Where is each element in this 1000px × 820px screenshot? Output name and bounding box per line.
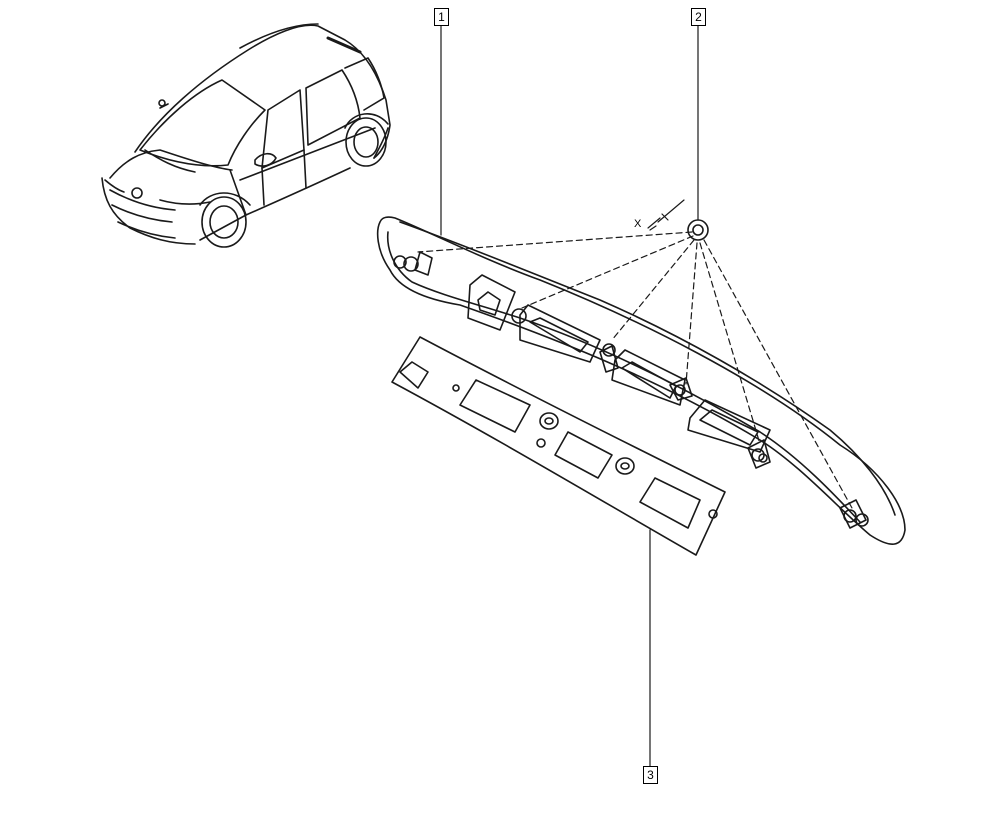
callout-part-2: 2	[691, 8, 706, 26]
backing-plate-part-3	[391, 336, 726, 556]
callout-part-3: 3	[643, 766, 658, 784]
dimension-mark	[647, 199, 685, 231]
callout-leaders	[440, 23, 699, 769]
trim-strip-part-1	[376, 216, 906, 545]
clip-set	[393, 255, 869, 527]
vehicle-illustration	[101, 23, 391, 248]
callout-part-1: 1	[434, 8, 449, 26]
assembly-leader-lines	[417, 231, 853, 509]
dimension-label-x: X	[634, 218, 642, 230]
